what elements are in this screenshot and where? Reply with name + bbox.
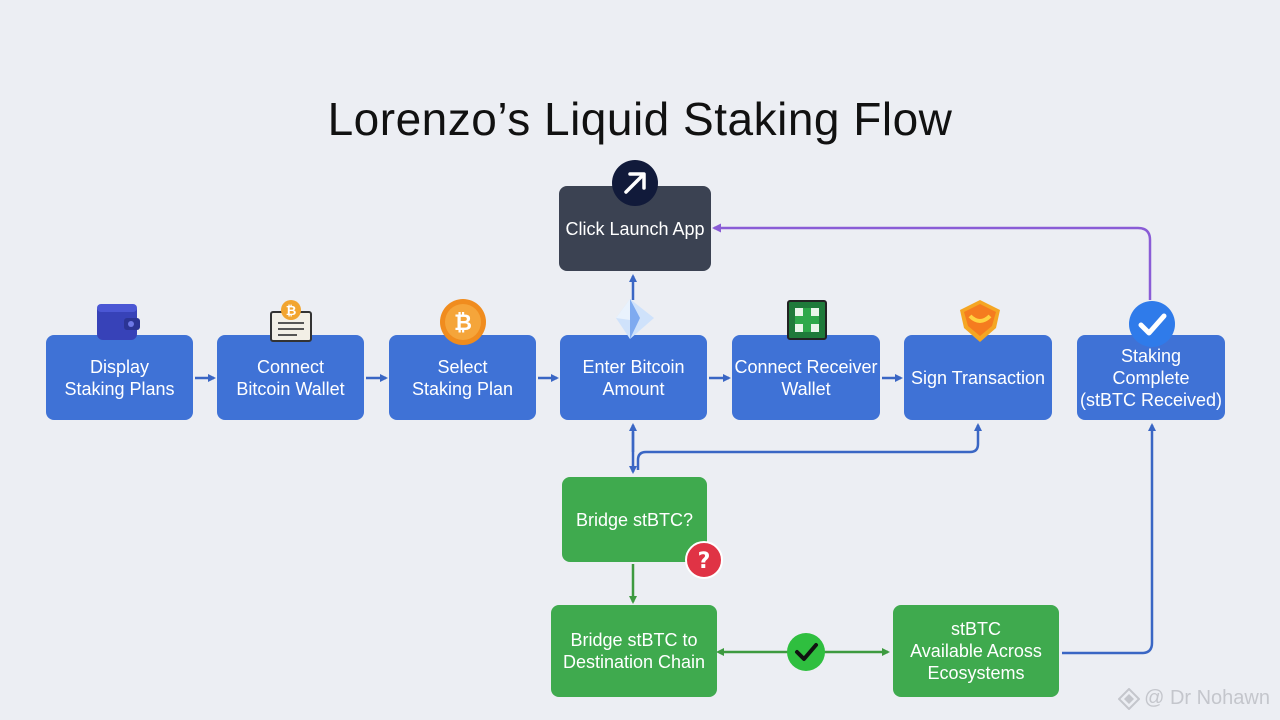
node-display-staking-plans[interactable]: Display Staking Plans: [46, 335, 193, 420]
bitcoin-coin-icon: ₿: [440, 299, 486, 345]
node-sign-transaction[interactable]: Sign Transaction: [904, 335, 1052, 420]
wallet-icon: [97, 304, 140, 340]
arrow-to-sign-transaction: [636, 423, 982, 470]
node-bridge-destination-chain[interactable]: Bridge stBTC to Destination Chain: [551, 605, 717, 697]
question-icon: ?: [685, 541, 723, 579]
node-available-ecosystems[interactable]: stBTC Available Across Ecosystems: [893, 605, 1059, 697]
bridge-checkmark-icon: [787, 633, 825, 671]
checkmark-icon: [1129, 301, 1175, 347]
node-enter-bitcoin-amount[interactable]: Enter Bitcoin Amount: [560, 335, 707, 420]
bitcoin-document-icon: ₿: [270, 300, 312, 342]
page-title: Lorenzo’s Liquid Staking Flow: [327, 93, 953, 145]
arrow-up-right-icon: [612, 160, 658, 206]
receiver-wallet-icon: [787, 300, 827, 340]
signature-icon: [960, 300, 1000, 342]
watermark-text: @ Dr Nohawn: [1144, 687, 1270, 709]
node-bridge-question[interactable]: Bridge stBTC?: [562, 477, 707, 562]
watermark: @ Dr Nohawn: [1118, 687, 1270, 710]
arrow-complete-to-launch: [712, 223, 1152, 300]
node-connect-receiver-wallet[interactable]: Connect Receiver Wallet: [732, 335, 880, 420]
watermark-logo-icon: [1118, 687, 1141, 710]
arrow-ecosystems-to-complete: [1062, 423, 1156, 655]
svg-text:?: ?: [698, 549, 711, 574]
svg-text:₿: ₿: [286, 304, 297, 319]
svg-text:₿: ₿: [454, 311, 472, 336]
node-connect-bitcoin-wallet[interactable]: Connect Bitcoin Wallet: [217, 335, 364, 420]
diamond-icon: [616, 299, 654, 339]
node-staking-complete[interactable]: Staking Complete (stBTC Received): [1077, 335, 1225, 420]
node-select-staking-plan[interactable]: Select Staking Plan: [389, 335, 536, 420]
